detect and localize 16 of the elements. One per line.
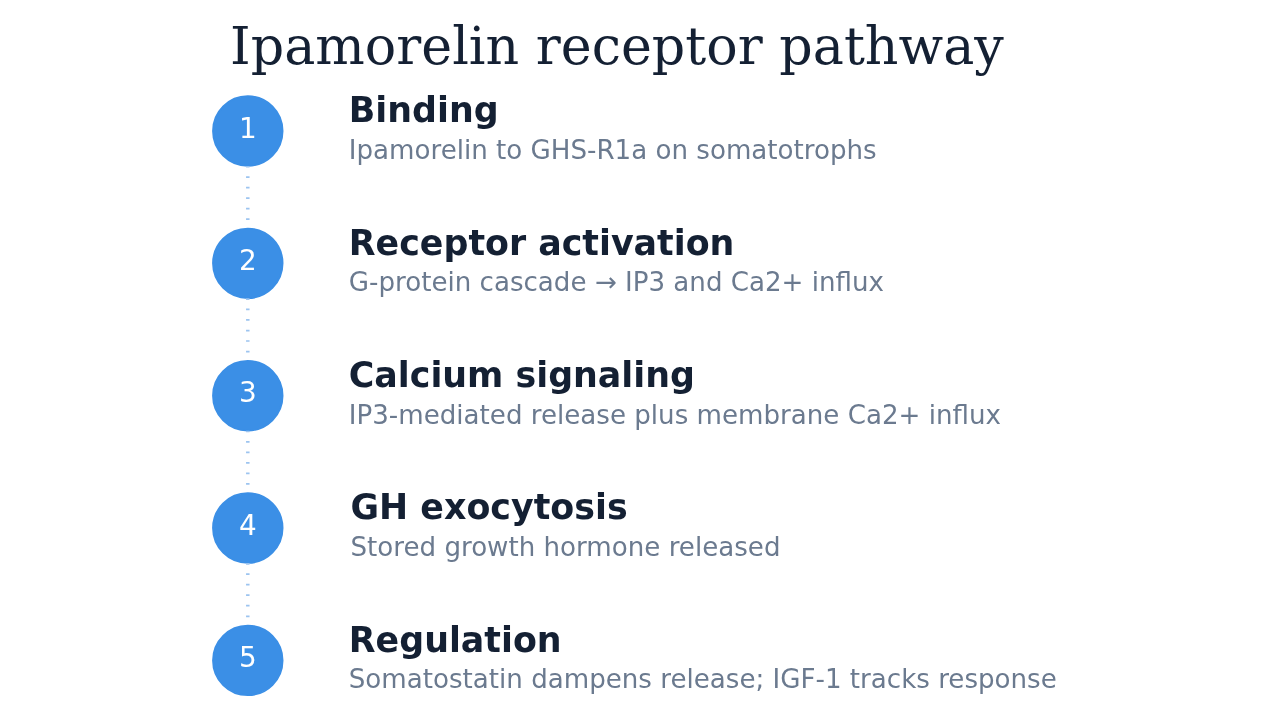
node-label: Stored growth hormone released bbox=[350, 531, 780, 562]
node-circle: 1 bbox=[211, 95, 283, 167]
node-label: Somatostatin dampens release; IGF-1 tracks response bbox=[348, 664, 1057, 695]
node-circle: 3 bbox=[211, 360, 283, 432]
node-label: Regulation bbox=[348, 619, 562, 660]
node-circle: 5 bbox=[211, 624, 283, 697]
node-label: GH exocytosis bbox=[350, 487, 628, 528]
node-circle: 4 bbox=[211, 492, 283, 564]
node-label: IP3-mediated release plus membrane Ca2+ influx bbox=[348, 399, 1001, 430]
node-label: Receptor activation bbox=[348, 222, 734, 263]
node-label: Ipamorelin to GHS-R1a on somatotrophs bbox=[348, 134, 877, 165]
node-circle: 2 bbox=[211, 227, 283, 300]
node-label: Calcium signaling bbox=[348, 354, 695, 395]
diagram-title: Ipamorelin receptor pathway bbox=[229, 15, 1004, 76]
node-label: Binding bbox=[348, 90, 499, 131]
node-label: G-protein cascade → IP3 and Ca2+ influx bbox=[348, 267, 884, 298]
